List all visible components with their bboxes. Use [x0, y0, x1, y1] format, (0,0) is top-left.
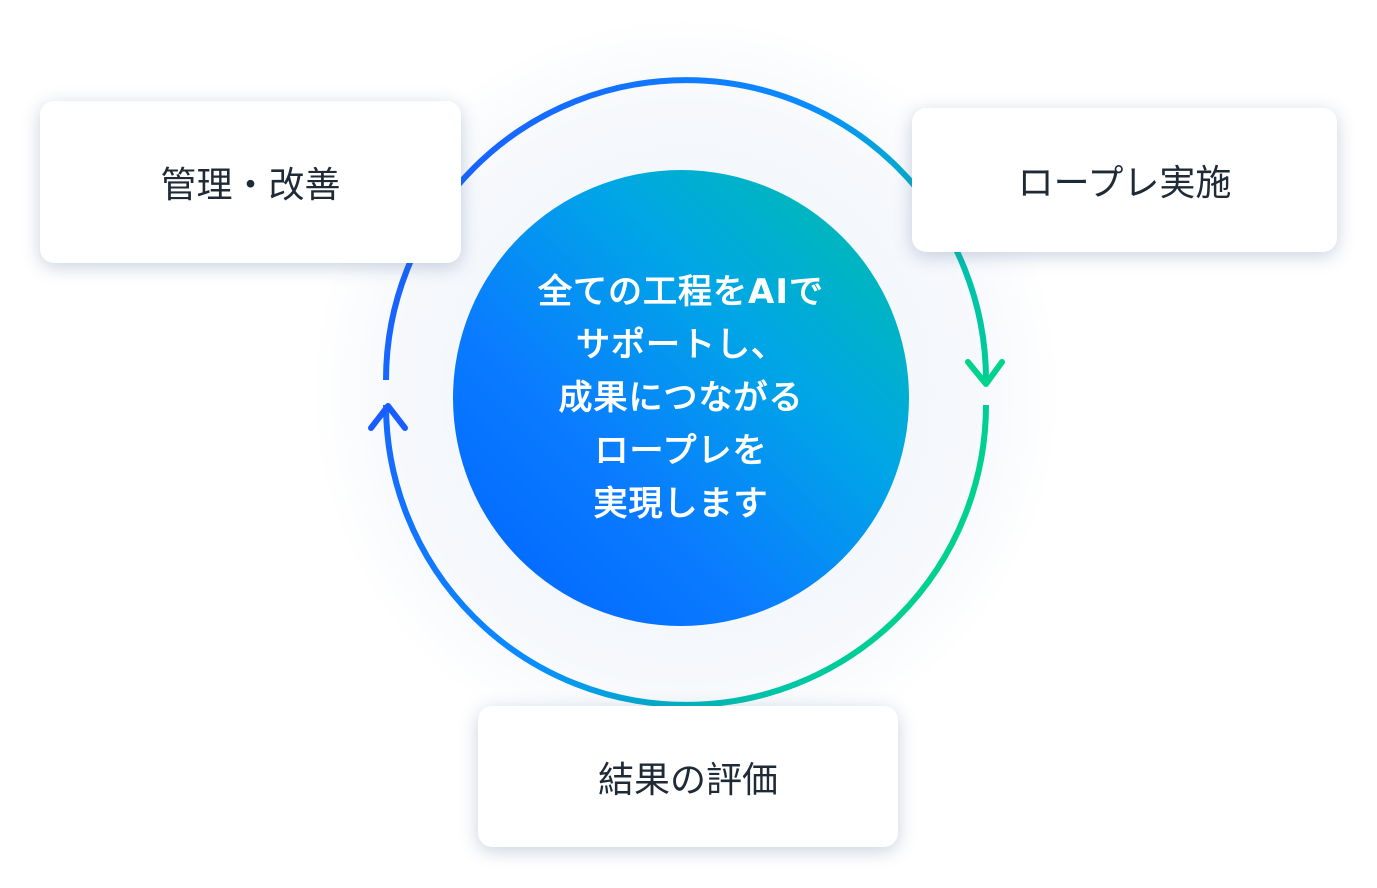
- step-evaluate: 結果の評価: [478, 706, 898, 847]
- step-label: 管理・改善: [160, 165, 341, 206]
- arrow-up-icon: [368, 403, 408, 431]
- step-manage-improve: 管理・改善: [40, 101, 461, 263]
- center-text-line: ロープレを: [594, 430, 768, 471]
- step-label: ロープレ実施: [1017, 163, 1232, 204]
- center-text-line: 全ての工程をAIで: [538, 271, 824, 312]
- cycle-arc-bottom: [383, 404, 989, 708]
- center-text-line: サポートし、: [576, 324, 786, 365]
- step-label: 結果の評価: [597, 759, 778, 801]
- center-text-line: 実現します: [593, 483, 769, 524]
- step-roleplay: ロープレ実施: [912, 108, 1337, 252]
- arrow-down-icon: [965, 359, 1005, 387]
- center-circle: 全ての工程をAIで サポートし、 成果につながる ロープレを 実現します: [453, 170, 909, 626]
- center-text-line: 成果につながる: [558, 377, 804, 418]
